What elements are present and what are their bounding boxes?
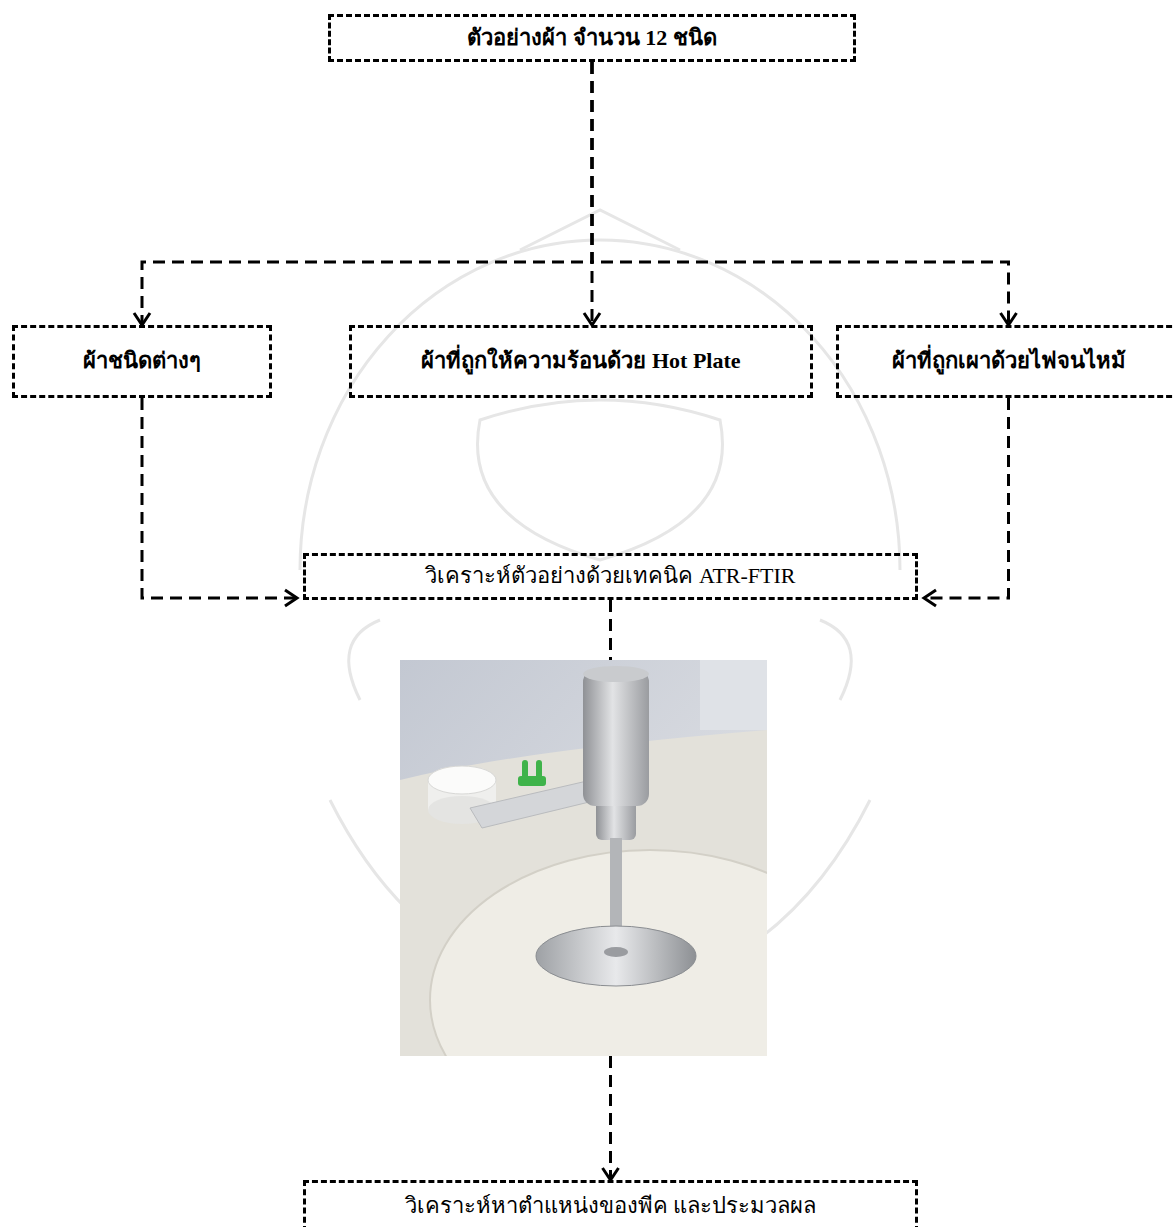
arrow-head xyxy=(285,590,297,606)
connector-line xyxy=(142,62,592,325)
process-box: วิเคราะห์หาตำแหน่งของพีค และประมวลผล xyxy=(303,1180,918,1227)
atr-accessory-photo xyxy=(400,660,767,1056)
connector-line xyxy=(592,62,1009,325)
arrow-head xyxy=(134,313,150,325)
arrow-head xyxy=(924,590,936,606)
arrow-head xyxy=(603,1168,619,1180)
node-label: ผ้าที่ถูกเผาด้วยไฟจนไหม้ xyxy=(892,347,1126,376)
connector-line xyxy=(142,398,297,598)
arrow-head xyxy=(584,313,600,325)
node-label: ตัวอย่างผ้า จำนวน 12 ชนิด xyxy=(467,24,717,53)
flow-arrow xyxy=(142,398,297,606)
process-box: ผ้าชนิดต่างๆ xyxy=(12,325,272,398)
process-box: ผ้าที่ถูกให้ความร้อนด้วย Hot Plate xyxy=(349,325,813,398)
flow-arrow xyxy=(592,62,1017,325)
node-label: ผ้าชนิดต่างๆ xyxy=(83,347,201,376)
flow-arrow xyxy=(134,62,592,325)
flow-arrow xyxy=(924,398,1009,606)
process-box: ตัวอย่างผ้า จำนวน 12 ชนิด xyxy=(328,14,856,62)
process-box: วิเคราะห์ตัวอย่างด้วยเทคนิค ATR-FTIR xyxy=(303,553,918,600)
connector-line xyxy=(924,398,1009,598)
arrow-head xyxy=(1001,313,1017,325)
node-label: ผ้าที่ถูกให้ความร้อนด้วย Hot Plate xyxy=(421,347,740,376)
process-box: ผ้าที่ถูกเผาด้วยไฟจนไหม้ xyxy=(836,325,1175,398)
node-label: วิเคราะห์ตัวอย่างด้วยเทคนิค ATR-FTIR xyxy=(425,562,795,591)
node-label: วิเคราะห์หาตำแหน่งของพีค และประมวลผล xyxy=(405,1192,817,1221)
